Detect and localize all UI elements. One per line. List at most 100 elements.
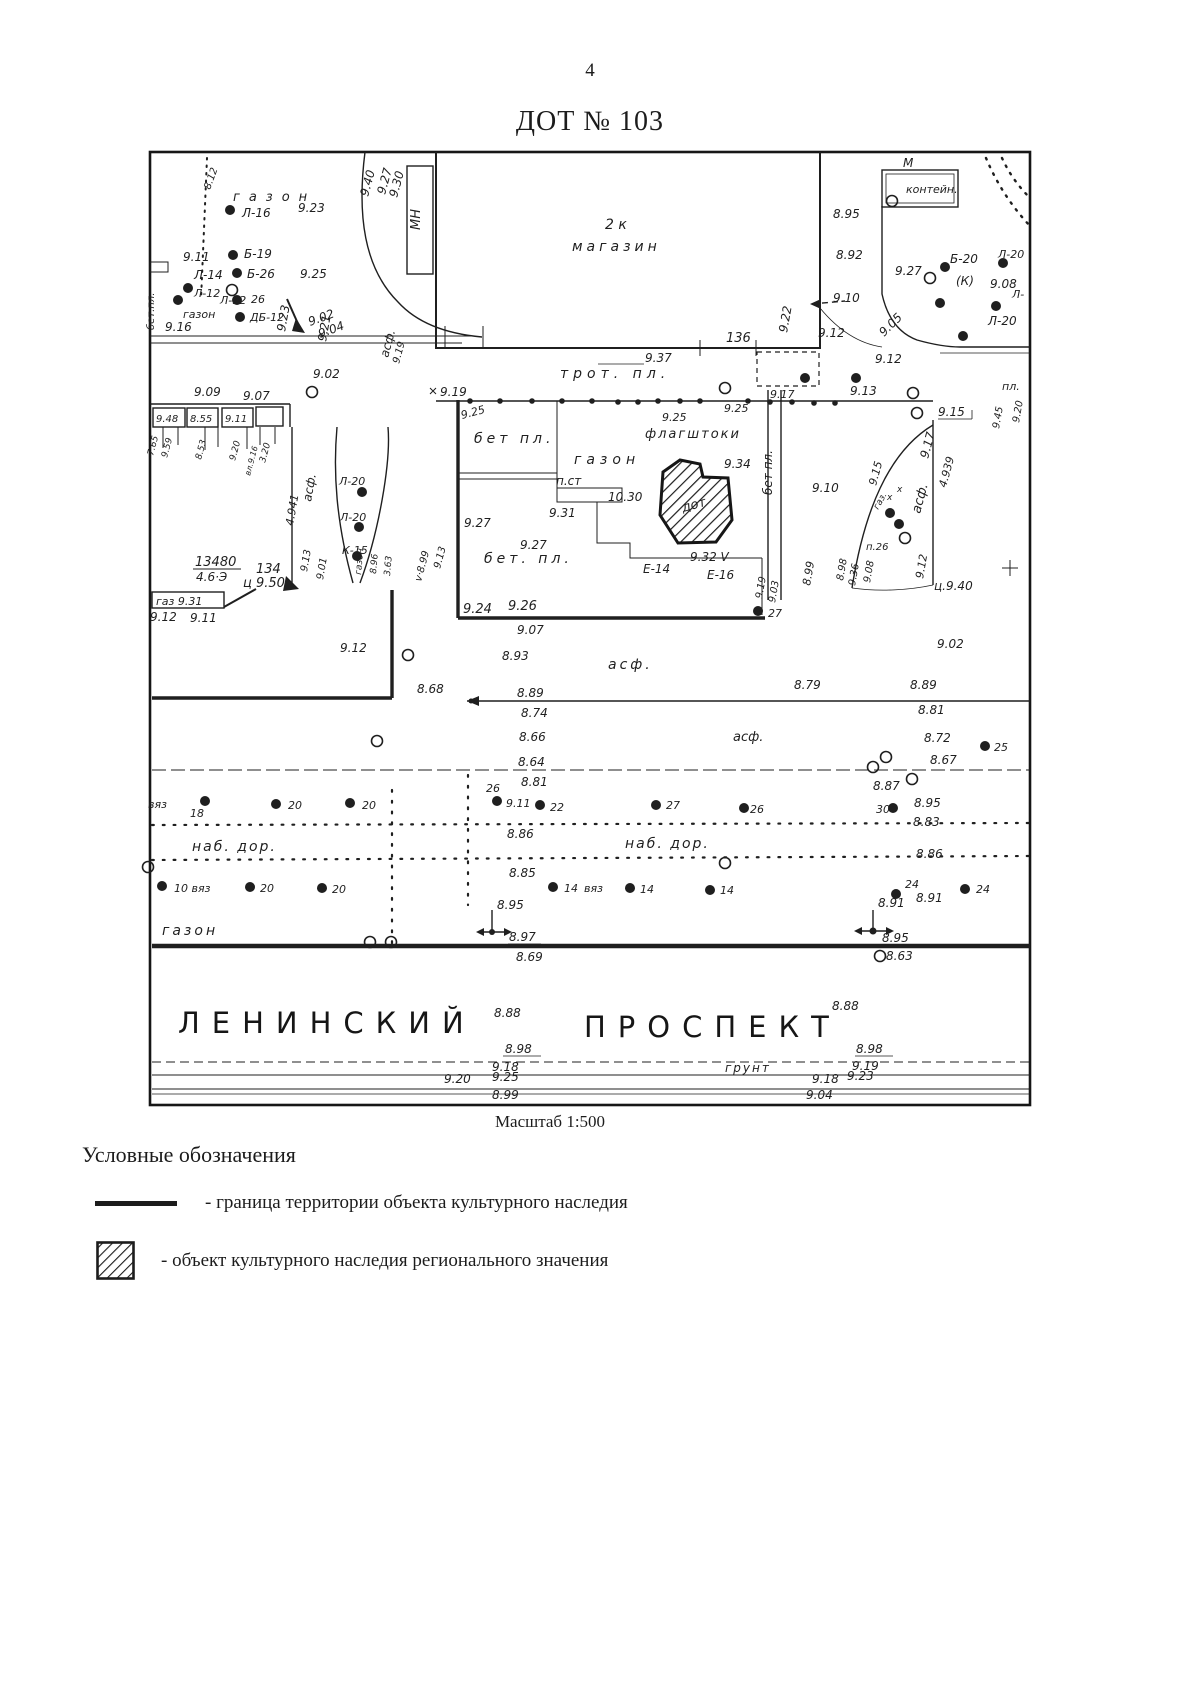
map-label: 9.20 — [444, 1072, 471, 1086]
map-label: 8.98 — [505, 1042, 532, 1056]
map-label: трот. пл. — [560, 366, 670, 382]
tree-icon — [891, 889, 901, 899]
map-label: 9.11 — [225, 414, 247, 425]
map-label: 9.25 — [662, 411, 687, 424]
map-label: 20 — [260, 882, 274, 895]
map-label: 9.23 — [847, 1069, 874, 1083]
flagpole-dot-icon — [615, 399, 621, 405]
map-label: 9.30 — [386, 169, 407, 199]
map-label: 8.95 — [914, 796, 941, 810]
map-label: 30 — [876, 803, 890, 816]
manhole-icon — [885, 194, 899, 208]
map-label: 9.09 — [194, 385, 221, 399]
map-label: К-15 — [342, 544, 368, 557]
map-label: 9.10 — [812, 481, 839, 495]
map-label: ДБ-12 — [249, 311, 284, 324]
map-label: 134 — [256, 562, 281, 577]
map-label: бет. пл. — [484, 551, 573, 567]
tree-icon — [739, 803, 749, 813]
map-label: 9.19 — [440, 385, 467, 399]
manhole-icon — [905, 772, 919, 786]
map-label: бет.пл. — [145, 293, 157, 330]
tree-icon — [998, 258, 1008, 268]
map-label: 9.34 — [724, 457, 751, 471]
map-label: 9.36 — [847, 563, 862, 587]
map-label: 9.19 — [852, 1059, 879, 1073]
flagpole-dot-icon — [745, 398, 751, 404]
map-label: 14 — [564, 882, 578, 895]
map-label: 9.11 — [190, 611, 217, 625]
map-label: 9.27 — [895, 264, 922, 278]
manhole-icon — [923, 271, 937, 285]
map-label: 9.07 — [243, 389, 270, 403]
manhole-icon — [370, 734, 384, 748]
manhole-icon — [879, 750, 893, 764]
map-label: 24 — [976, 883, 990, 896]
map-label: 4.941 — [283, 493, 301, 526]
map-label: 8.91 — [916, 891, 943, 905]
map-label: 9.20 — [228, 440, 243, 462]
map-label: 8.74 — [521, 706, 548, 720]
map-label: асф. — [300, 472, 319, 502]
map-label: грунт — [725, 1061, 771, 1075]
tree-icon — [492, 796, 502, 806]
map-frame — [148, 150, 1032, 1107]
map-label: 9.26 — [508, 599, 537, 614]
flagpole-dot-icon — [559, 398, 565, 404]
tree-icon — [935, 298, 945, 308]
map-label: вл.9.16 — [243, 445, 260, 476]
tree-icon — [885, 508, 895, 518]
map-label: 2 к — [605, 217, 627, 233]
map-label: 4.6·Э — [196, 570, 228, 584]
map-label: Л-20 — [339, 511, 366, 524]
map-label: 9.12 — [875, 352, 902, 366]
heritage-boundary-line — [152, 400, 1030, 949]
map-label: Б-19 — [244, 247, 272, 261]
manhole-symbols — [141, 194, 937, 963]
map-label: 9.20 — [1011, 400, 1026, 424]
street-name-label: ЛЕНИНСКИЙ — [178, 1006, 476, 1040]
tree-icon — [894, 519, 904, 529]
manhole-icon — [906, 386, 920, 400]
tree-icon — [705, 885, 715, 895]
tree-symbols — [157, 205, 1008, 899]
map-label: 20 — [362, 799, 376, 812]
map-label: 10 вяз — [174, 882, 211, 895]
tree-icon — [548, 882, 558, 892]
flagpole-dot-icon — [655, 398, 661, 404]
tree-icon — [651, 800, 661, 810]
map-label: 9.16 — [165, 320, 192, 334]
tree-icon — [225, 205, 235, 215]
map-label: 8.79 — [794, 678, 821, 692]
tree-icon — [888, 803, 898, 813]
map-label: 9.02 — [313, 367, 340, 381]
map-label: 9.12 — [150, 610, 177, 624]
map-label: 9.04 — [806, 1088, 833, 1102]
map-label: асф. — [608, 657, 653, 673]
map-label: 8.81 — [521, 775, 548, 789]
tree-icon — [753, 606, 763, 616]
tree-icon — [352, 551, 362, 561]
tree-icon — [157, 881, 167, 891]
map-label: 8.93 — [502, 649, 529, 663]
map-label: 8.95 — [497, 898, 524, 912]
map-label: 8.91 — [878, 896, 905, 910]
tree-icon — [345, 798, 355, 808]
legend-item-object: - объект культурного наследия региональн… — [82, 1240, 842, 1282]
map-label: Л-20 — [997, 248, 1024, 261]
map-label: газон — [233, 190, 316, 205]
map-label: 3.63 — [383, 555, 395, 576]
map-label: 20 — [332, 883, 346, 896]
map-label: 8.88 — [832, 999, 859, 1013]
map-label: 8.83 — [913, 815, 940, 829]
map-label: 8.99 — [800, 560, 817, 586]
map-label: 9.13 — [432, 545, 448, 569]
flagpole-dot-icon — [811, 400, 817, 406]
map-label: 9.59 — [160, 437, 175, 459]
map-label: 9.32 V — [690, 550, 730, 564]
map-label: 8.67 — [930, 753, 957, 767]
map-label: 9.18 — [492, 1060, 519, 1074]
map-label: 8.89 — [910, 678, 937, 692]
map-label: 9.24 — [463, 602, 492, 617]
map-label: 8.69 — [516, 950, 543, 964]
